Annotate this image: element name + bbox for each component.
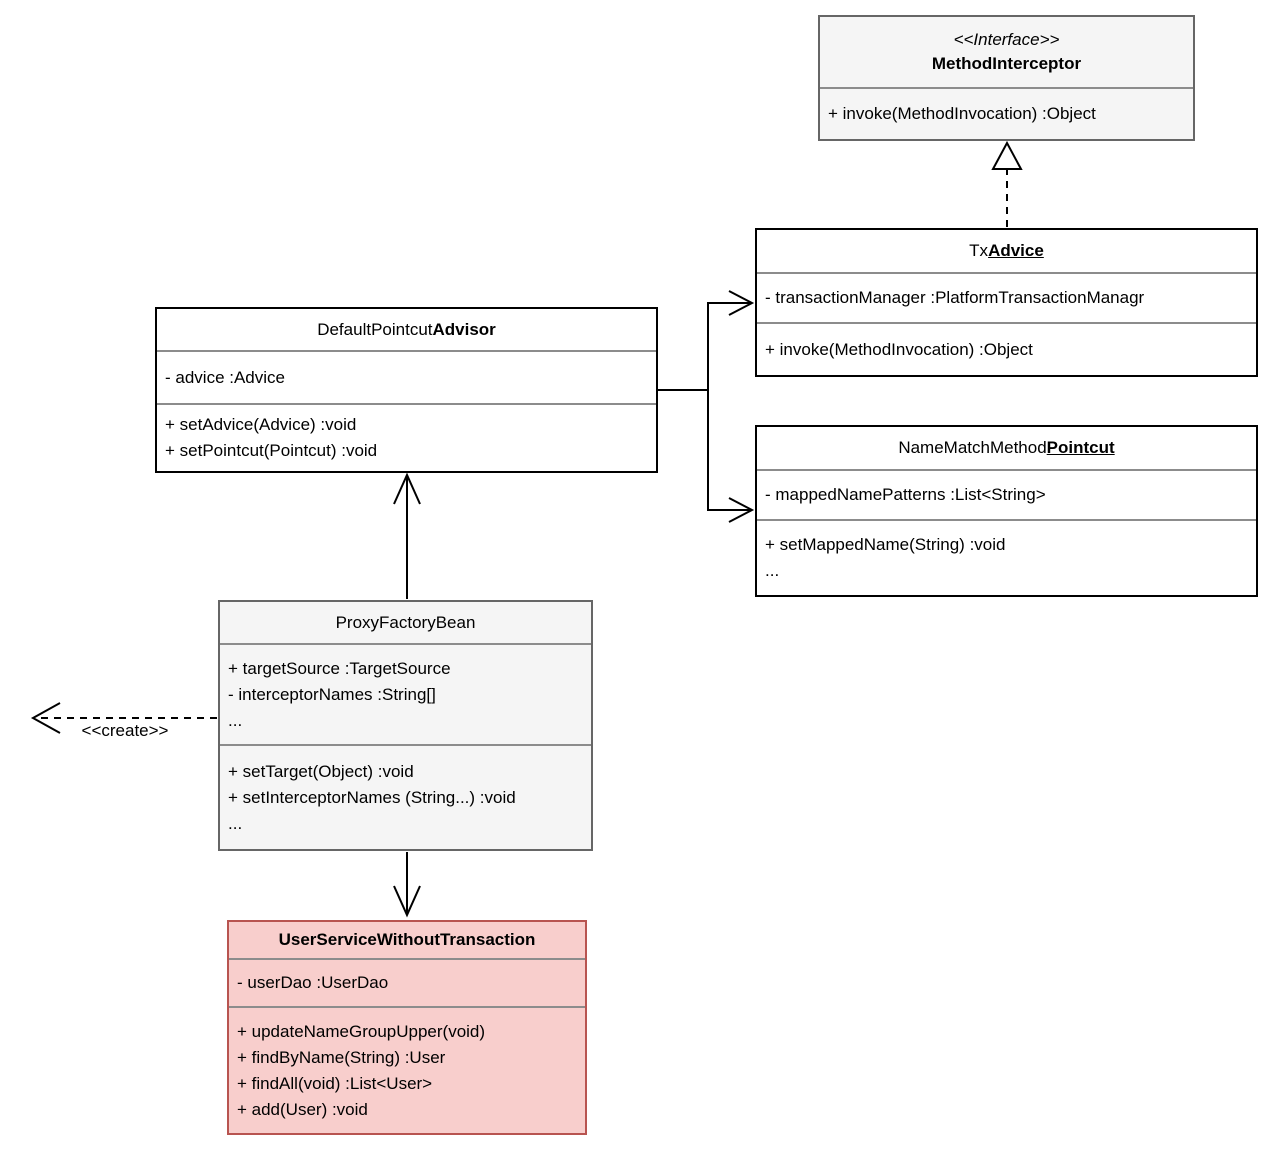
- method-line: + updateNameGroupUpper(void): [237, 1021, 486, 1041]
- class-name: UserServiceWithoutTransaction: [278, 930, 536, 949]
- field-line: - transactionManager :PlatformTransactio…: [765, 288, 1145, 307]
- method-line: + invoke(MethodInvocation) :Object: [828, 104, 1096, 123]
- class-name: ProxyFactoryBean: [335, 612, 476, 632]
- edge-label-create: <<create>>: [81, 721, 169, 740]
- edge-proxyfactorybean-to-advisor: [393, 472, 421, 599]
- field-line: + targetSource :TargetSource: [228, 658, 451, 678]
- method-line: + setInterceptorNames (String...) :void: [228, 787, 516, 807]
- edge-advisor-to-pointcut: [707, 390, 755, 523]
- field-line: ...: [228, 710, 243, 730]
- edge-proxyfactorybean-to-userservice: [393, 852, 421, 918]
- class-name: NameMatchMethodPointcut: [898, 438, 1115, 457]
- class-tx-advice[interactable]: TxAdvice - transactionManager :PlatformT…: [755, 228, 1258, 377]
- edge-advisor-to-txadvice: [658, 290, 755, 391]
- class-name: DefaultPointcutAdvisor: [317, 319, 496, 339]
- class-default-pointcut-advisor[interactable]: DefaultPointcutAdvisor - advice :Advice …: [155, 307, 658, 473]
- edge-realization-txadvice-methodinterceptor: [991, 140, 1023, 227]
- class-name: TxAdvice: [969, 241, 1044, 260]
- class-proxy-factory-bean[interactable]: ProxyFactoryBean + targetSource :TargetS…: [218, 600, 593, 851]
- field-line: - advice :Advice: [165, 367, 285, 387]
- field-line: - interceptorNames :String[]: [228, 684, 436, 704]
- method-line: + add(User) :void: [237, 1099, 368, 1119]
- method-line: + findAll(void) :List<User>: [237, 1073, 433, 1093]
- method-line: + setPointcut(Pointcut) :void: [165, 441, 378, 460]
- method-line: + invoke(MethodInvocation) :Object: [765, 339, 1033, 359]
- field-line: - mappedNamePatterns :List<String>: [765, 485, 1046, 504]
- method-line: + setAdvice(Advice) :void: [165, 415, 357, 434]
- method-line: ...: [765, 561, 780, 580]
- class-user-service-without-transaction[interactable]: UserServiceWithoutTransaction - userDao …: [227, 920, 587, 1135]
- method-line: ...: [228, 813, 243, 833]
- class-name-match-method-pointcut[interactable]: NameMatchMethodPointcut - mappedNamePatt…: [755, 425, 1258, 597]
- interface-stereotype: <<Interface>>: [953, 30, 1060, 49]
- class-method-interceptor[interactable]: <<Interface>> MethodInterceptor + invoke…: [818, 15, 1195, 141]
- field-line: - userDao :UserDao: [237, 973, 389, 992]
- method-line: + findByName(String) :User: [237, 1047, 446, 1067]
- class-name: MethodInterceptor: [931, 54, 1082, 73]
- method-line: + setTarget(Object) :void: [228, 761, 414, 781]
- method-line: + setMappedName(String) :void: [765, 535, 1006, 554]
